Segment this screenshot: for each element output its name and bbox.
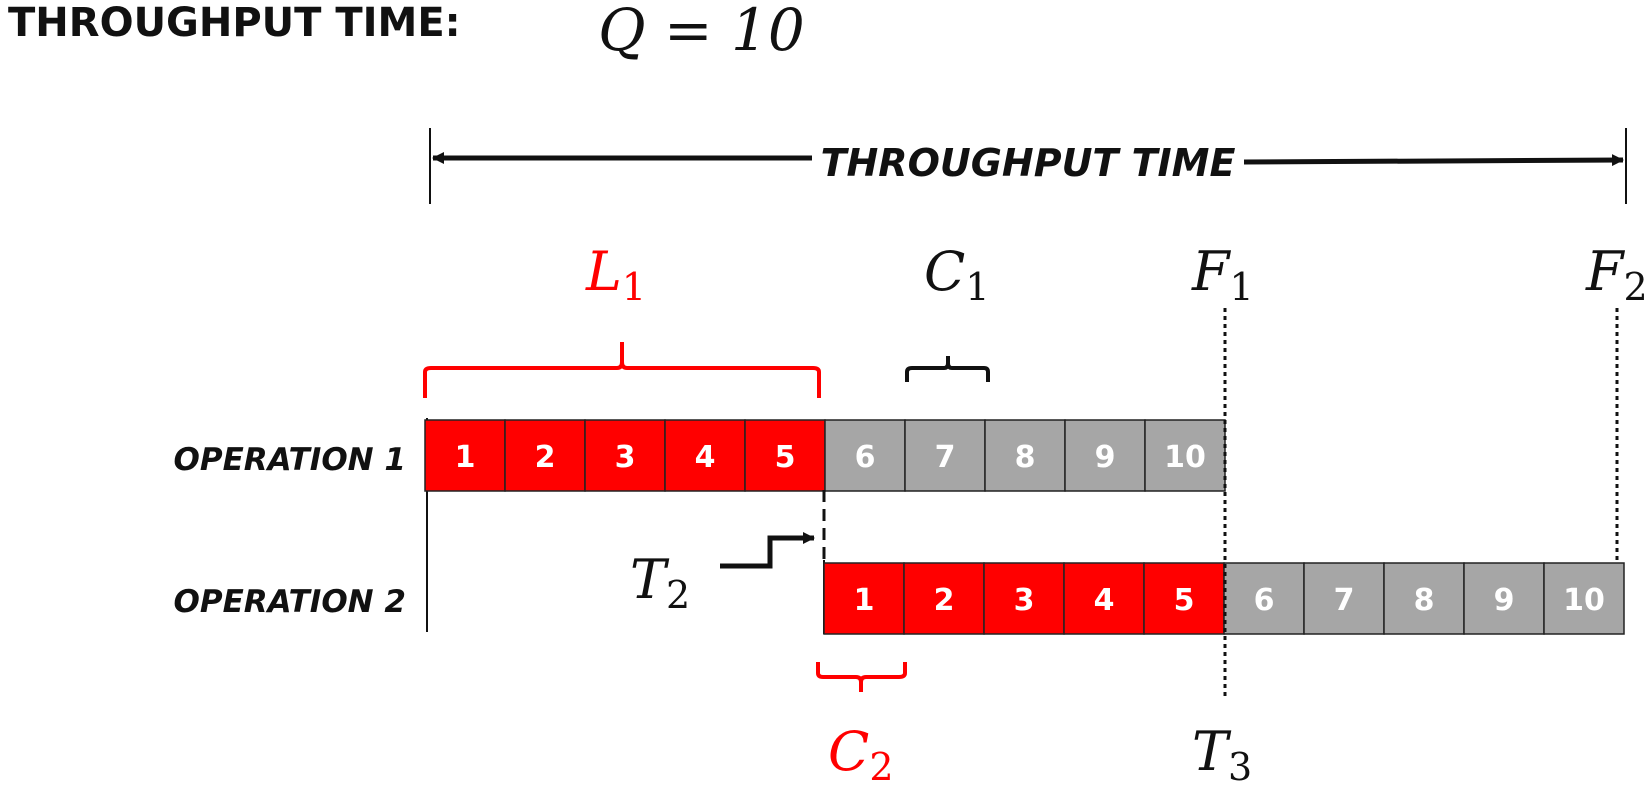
operation-2-unit-number: 7 bbox=[1334, 583, 1355, 618]
operation-1-unit-5: 5 bbox=[744, 419, 826, 492]
span-arrow-right bbox=[1243, 154, 1624, 167]
operation-1-unit-cell bbox=[904, 419, 986, 492]
symbol-f2-sub: 2 bbox=[1623, 265, 1647, 309]
symbol-c1-base: C bbox=[924, 240, 965, 303]
operation-2-unit-4: 4 bbox=[1063, 562, 1145, 635]
operation-2-row: 1 2 3 4 5 6 7 8 9 10 bbox=[823, 562, 1625, 635]
brace-c2 bbox=[816, 662, 907, 692]
operation-1-unit-7: 7 bbox=[904, 419, 986, 492]
operation-1-unit-cell bbox=[504, 419, 586, 492]
symbol-f2-base: F bbox=[1585, 240, 1626, 303]
operation-1-unit-number: 4 bbox=[695, 440, 716, 475]
operation-2-unit-number: 2 bbox=[934, 583, 955, 618]
operation-1-unit-number: 5 bbox=[775, 440, 796, 475]
symbol-t3-sub: 3 bbox=[1228, 745, 1252, 789]
operation-2-unit-6: 6 bbox=[1223, 562, 1305, 635]
operation-1-unit-number: 6 bbox=[855, 440, 876, 475]
operation-2-unit-number: 1 bbox=[854, 583, 875, 618]
symbol-l1-sub: 1 bbox=[622, 265, 646, 309]
symbol-f1-base: F bbox=[1191, 240, 1232, 303]
symbol-c2: C2 bbox=[828, 720, 894, 789]
operation-1-unit-number: 7 bbox=[935, 440, 956, 475]
operation-2-unit-cell bbox=[983, 562, 1065, 635]
operation-2-unit-number: 4 bbox=[1094, 583, 1115, 618]
operation-2-unit-number: 8 bbox=[1414, 583, 1435, 618]
operation-2-unit-3: 3 bbox=[983, 562, 1065, 635]
symbol-f1-sub: 1 bbox=[1229, 265, 1253, 309]
operation-2-unit-number: 10 bbox=[1563, 583, 1605, 618]
operation-1-unit-number: 3 bbox=[615, 440, 636, 475]
operation-2-unit-7: 7 bbox=[1303, 562, 1385, 635]
symbol-c2-sub: 2 bbox=[869, 745, 893, 789]
operation-2-unit-9: 9 bbox=[1463, 562, 1545, 635]
symbol-t2: T2 bbox=[630, 548, 690, 617]
operation-2-unit-1: 1 bbox=[823, 562, 905, 635]
operation-2-unit-cell bbox=[1543, 562, 1625, 635]
operation-1-label: OPERATION 1 bbox=[174, 442, 407, 478]
operation-2-unit-cell bbox=[1223, 562, 1305, 635]
operation-1-unit-6: 6 bbox=[824, 419, 906, 492]
operation-1-unit-4: 4 bbox=[664, 419, 746, 492]
operation-1-unit-number: 1 bbox=[455, 440, 476, 475]
operation-1-unit-8: 8 bbox=[984, 419, 1066, 492]
t2-arrow bbox=[720, 532, 815, 569]
symbol-t3-base: T bbox=[1192, 720, 1232, 783]
symbol-c1: C1 bbox=[924, 240, 990, 309]
operation-1-unit-1: 1 bbox=[424, 419, 506, 492]
operation-1-unit-cell bbox=[1064, 419, 1146, 492]
operation-2-unit-cell bbox=[1303, 562, 1385, 635]
operation-2-unit-number: 5 bbox=[1174, 583, 1195, 618]
operation-2-unit-2: 2 bbox=[903, 562, 985, 635]
operation-1-unit-2: 2 bbox=[504, 419, 586, 492]
operation-2-unit-number: 9 bbox=[1494, 583, 1515, 618]
operation-1-unit-3: 3 bbox=[584, 419, 666, 492]
operation-2-unit-5: 5 bbox=[1143, 562, 1225, 635]
operation-2-unit-8: 8 bbox=[1383, 562, 1465, 635]
symbol-f2: F2 bbox=[1585, 240, 1648, 309]
operation-1-unit-cell bbox=[744, 419, 826, 492]
operation-2-unit-cell bbox=[1063, 562, 1145, 635]
symbol-f1: F1 bbox=[1191, 240, 1254, 309]
throughput-span: THROUGHPUT TIME bbox=[429, 128, 1627, 204]
brace-c1 bbox=[905, 356, 990, 382]
operation-2-label: OPERATION 2 bbox=[174, 584, 407, 620]
operation-1-unit-number: 10 bbox=[1164, 440, 1206, 475]
operation-2-unit-number: 3 bbox=[1014, 583, 1035, 618]
header-formula: Q = 10 bbox=[598, 0, 805, 64]
symbol-c1-sub: 1 bbox=[965, 265, 989, 309]
operation-1-row: 1 2 3 4 5 6 7 8 9 10 bbox=[424, 419, 1226, 492]
symbol-l1-base: L bbox=[585, 240, 622, 303]
operation-1-unit-cell bbox=[424, 419, 506, 492]
symbol-t3: T3 bbox=[1192, 720, 1252, 789]
symbol-c2-base: C bbox=[828, 720, 869, 783]
symbol-l1: L1 bbox=[585, 240, 646, 309]
operation-1-unit-cell bbox=[584, 419, 666, 492]
span-label: THROUGHPUT TIME bbox=[821, 141, 1236, 185]
header-title: THROUGHPUT TIME: bbox=[8, 0, 461, 46]
operation-1-unit-number: 2 bbox=[535, 440, 556, 475]
symbol-t2-base: T bbox=[630, 548, 670, 611]
operation-2-unit-cell bbox=[823, 562, 905, 635]
operation-2-unit-cell bbox=[903, 562, 985, 635]
operation-2-unit-cell bbox=[1463, 562, 1545, 635]
operation-1-unit-number: 8 bbox=[1015, 440, 1036, 475]
operation-2-unit-number: 6 bbox=[1254, 583, 1275, 618]
brace-l1 bbox=[423, 342, 821, 398]
operation-2-unit-10: 10 bbox=[1543, 562, 1625, 635]
operation-2-unit-cell bbox=[1383, 562, 1465, 635]
symbol-t2-sub: 2 bbox=[666, 573, 690, 617]
operation-1-unit-9: 9 bbox=[1064, 419, 1146, 492]
operation-2-unit-cell bbox=[1143, 562, 1225, 635]
operation-1-unit-10: 10 bbox=[1144, 419, 1226, 492]
operation-1-unit-number: 9 bbox=[1095, 440, 1116, 475]
